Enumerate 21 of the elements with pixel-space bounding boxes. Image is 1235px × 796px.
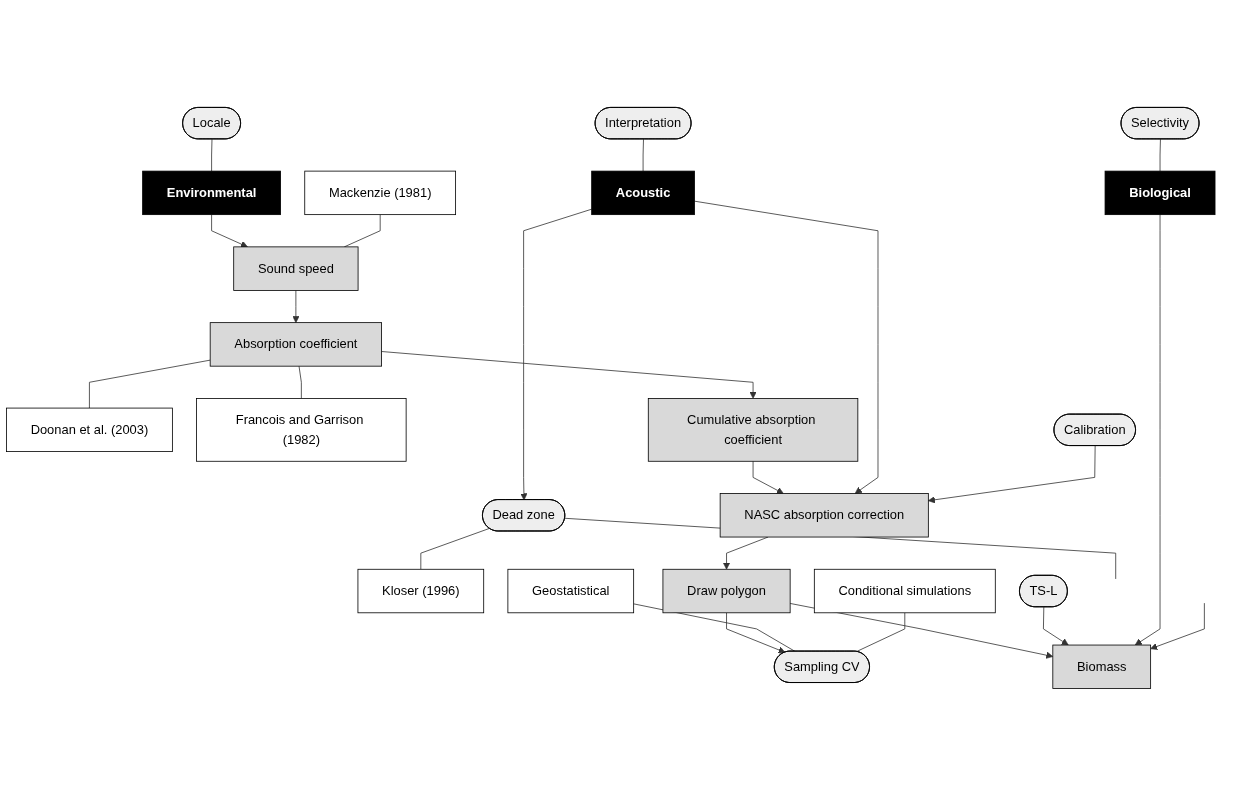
node-box: Sound speed [233,246,359,291]
node-box: NASC absorption correction [719,493,929,538]
connector [89,359,211,409]
connector [1159,138,1161,172]
node-box: Absorption coefficient [209,322,382,367]
node-box: Draw polygon [662,568,791,614]
node-box: Francois and Garrison (1982) [196,398,407,462]
connector [211,138,213,172]
node-box: Cumulative absorption coefficient [647,398,859,462]
node-box: Mackenzie (1981) [304,170,456,216]
node-box: Environmental [142,170,281,216]
connector [298,365,302,399]
node-box: Doonan et al. (2003) [6,407,173,452]
connector [420,528,490,570]
node-box: Biological [1104,170,1216,216]
node-box: Kloser (1996) [357,568,485,614]
node-box: Conditional simulations [813,568,996,614]
connector [642,138,644,172]
node-box: Biomass [1052,644,1152,689]
node-box: Geostatistical [507,568,635,614]
node-box: Acoustic [591,170,695,216]
